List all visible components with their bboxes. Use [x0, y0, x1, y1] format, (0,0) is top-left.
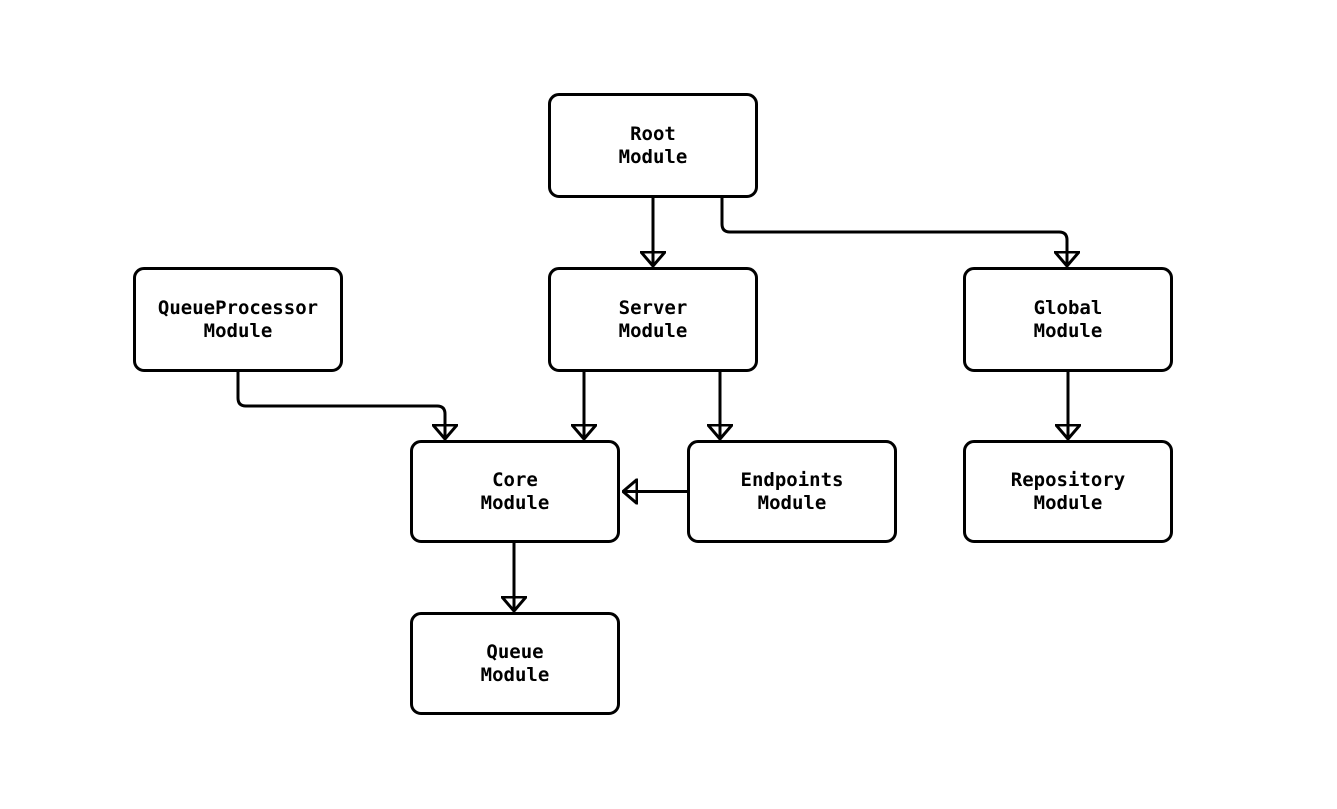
node-queue-module: Queue Module [410, 612, 620, 715]
node-label-line: Module [618, 145, 688, 168]
node-label-line: Global [1033, 296, 1103, 319]
node-label-line: Module [757, 491, 827, 514]
node-label-line: Module [480, 491, 550, 514]
node-label-line: Core [492, 468, 538, 491]
node-label-line: Repository [1010, 468, 1126, 491]
edge-root-to-global [720, 198, 1067, 266]
node-repository-module: Repository Module [963, 440, 1173, 543]
node-label-line: QueueProcessor [157, 296, 319, 319]
node-root-module: Root Module [548, 93, 758, 198]
node-core-module: Core Module [410, 440, 620, 543]
node-label-line: Module [480, 663, 550, 686]
node-label-line: Module [618, 319, 688, 342]
node-endpoints-module: Endpoints Module [687, 440, 897, 543]
node-label-line: Module [1033, 319, 1103, 342]
node-label-line: Root [630, 122, 676, 145]
node-server-module: Server Module [548, 267, 758, 372]
node-global-module: Global Module [963, 267, 1173, 372]
node-label-line: Module [1033, 491, 1103, 514]
node-label-line: Server [618, 296, 688, 319]
node-label-line: Module [203, 319, 273, 342]
node-label-line: Queue [486, 640, 544, 663]
node-queueprocessor-module: QueueProcessor Module [133, 267, 343, 372]
node-label-line: Endpoints [740, 468, 844, 491]
edge-queueprocessor-to-core [236, 372, 445, 439]
